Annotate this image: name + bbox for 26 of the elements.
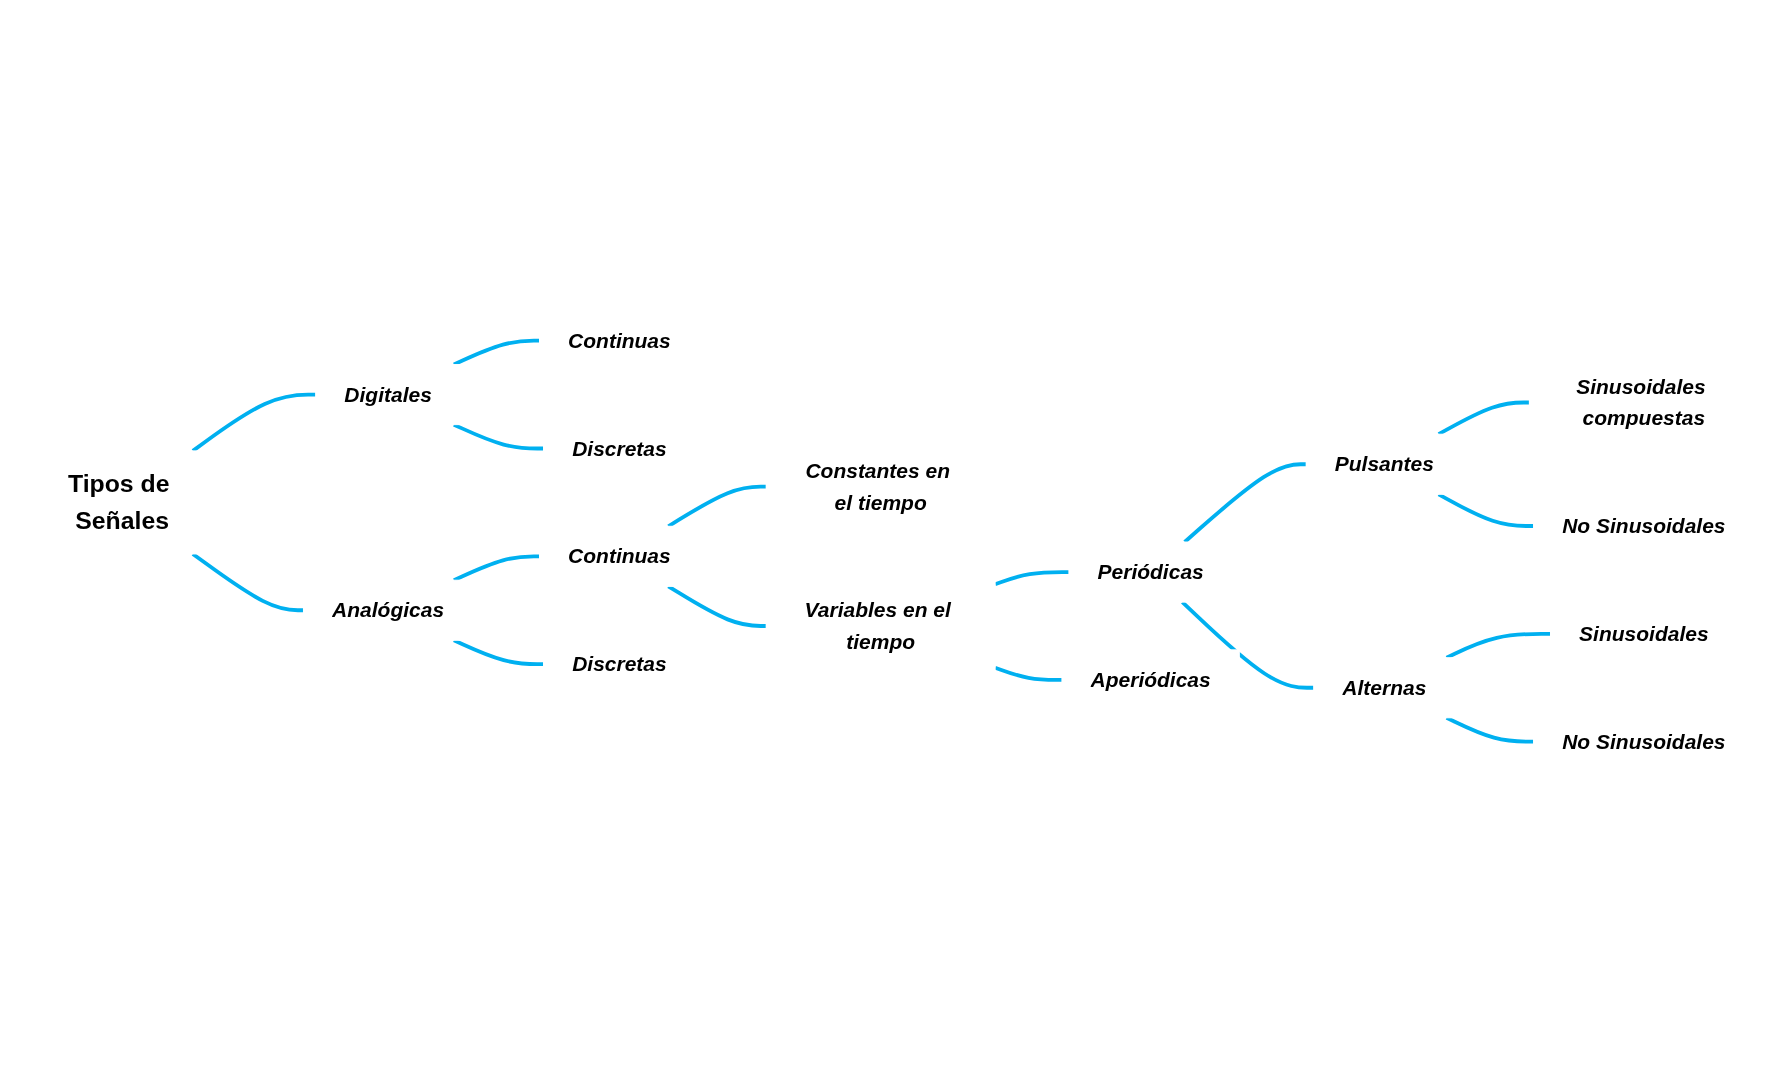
node-text: Constantes en el tiempo [805,458,951,515]
connector [994,569,1069,586]
node-text: Periódicas [1097,559,1204,584]
node-text: Alternas [1342,675,1427,700]
connector [667,484,767,528]
node-text: No Sinusoidales [1562,729,1726,754]
node-text: Variables en el tiempo [804,598,951,654]
connector [994,665,1062,682]
node-text: Sinusoidales compuestas [1576,374,1706,430]
node-text: Tipos de Señales [67,468,170,535]
connector [1437,400,1530,436]
connector [453,422,544,451]
connector [1181,600,1314,690]
connector [1445,631,1551,660]
node-text: Continuas [568,328,671,353]
node-text: Aperiódicas [1090,667,1211,692]
node-text: Analógicas [332,598,445,622]
connector [453,338,540,367]
node-text: Discretas [572,652,667,676]
node-text: Digitales [344,382,432,407]
node-text: Sinusoidales [1579,621,1709,646]
connector [191,552,304,612]
node-text: No Sinusoidales [1562,513,1726,538]
node-text: Continuas [568,544,671,569]
node-text: Pulsantes [1334,452,1434,476]
node-text: Discretas [572,436,667,461]
